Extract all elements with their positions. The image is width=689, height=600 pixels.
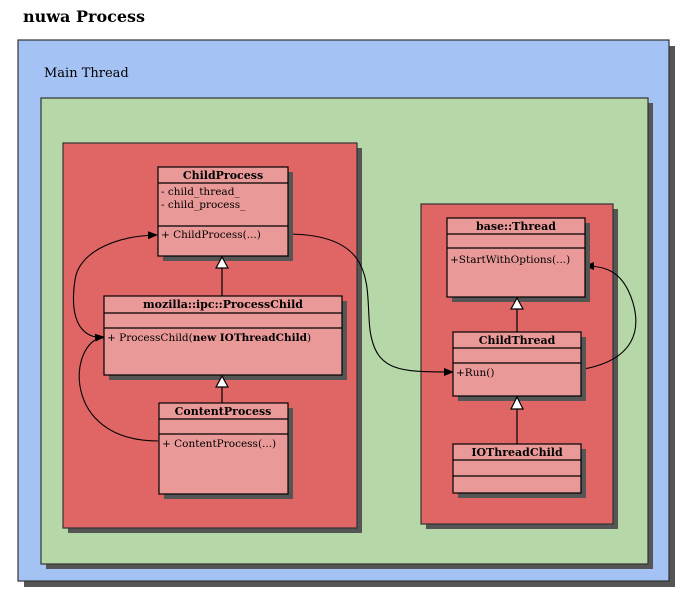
class-io-thread-child: IOThreadChild [452,443,586,498]
diagram-title: nuwa Process [23,7,145,26]
process-child-method-bold: new IOThreadChild [193,332,308,344]
process-child-name: mozilla::ipc::ProcessChild [143,298,303,311]
base-thread-method-start: +StartWithOptions(...) [450,254,570,266]
call-arrows [72,231,637,442]
class-process-child: mozilla::ipc::ProcessChild + ProcessChil… [103,295,347,380]
class-base-thread: base::Thread +StartWithOptions(...) [446,217,590,302]
class-child-process: ChildProcess - child_thread_ - child_pro… [157,166,293,261]
child-thread-method-run: +Run() [456,367,494,379]
content-process-method-ctor: + ContentProcess(...) [162,438,276,450]
process-child-method-prefix: + ProcessChild( [107,332,193,344]
process-child-method-ctor: + ProcessChild(new IOThreadChild) [107,332,311,344]
child-process-attr-thread: - child_thread_ [161,186,240,198]
io-thread-child-name: IOThreadChild [471,446,563,459]
main-thread-label: Main Thread [44,66,129,81]
class-content-process: ContentProcess + ContentProcess(...) [158,402,293,499]
child-process-method-ctor: + ChildProcess(...) [161,229,261,241]
content-process-name: ContentProcess [175,405,272,418]
process-child-method-suffix: ) [307,332,311,344]
triangle-child-process [214,255,230,269]
base-thread-name: base::Thread [476,220,556,233]
child-process-name: ChildProcess [183,169,263,182]
inheritance-lines [221,268,518,444]
triangle-process-child [214,374,230,388]
class-child-thread: ChildThread +Run() [452,331,586,401]
triangle-child-thread [510,395,524,410]
child-thread-name: ChildThread [479,334,556,347]
triangle-base-thread [509,296,525,310]
child-process-attr-process: - child_process_ [161,199,246,211]
inheritance-triangles [214,255,525,410]
